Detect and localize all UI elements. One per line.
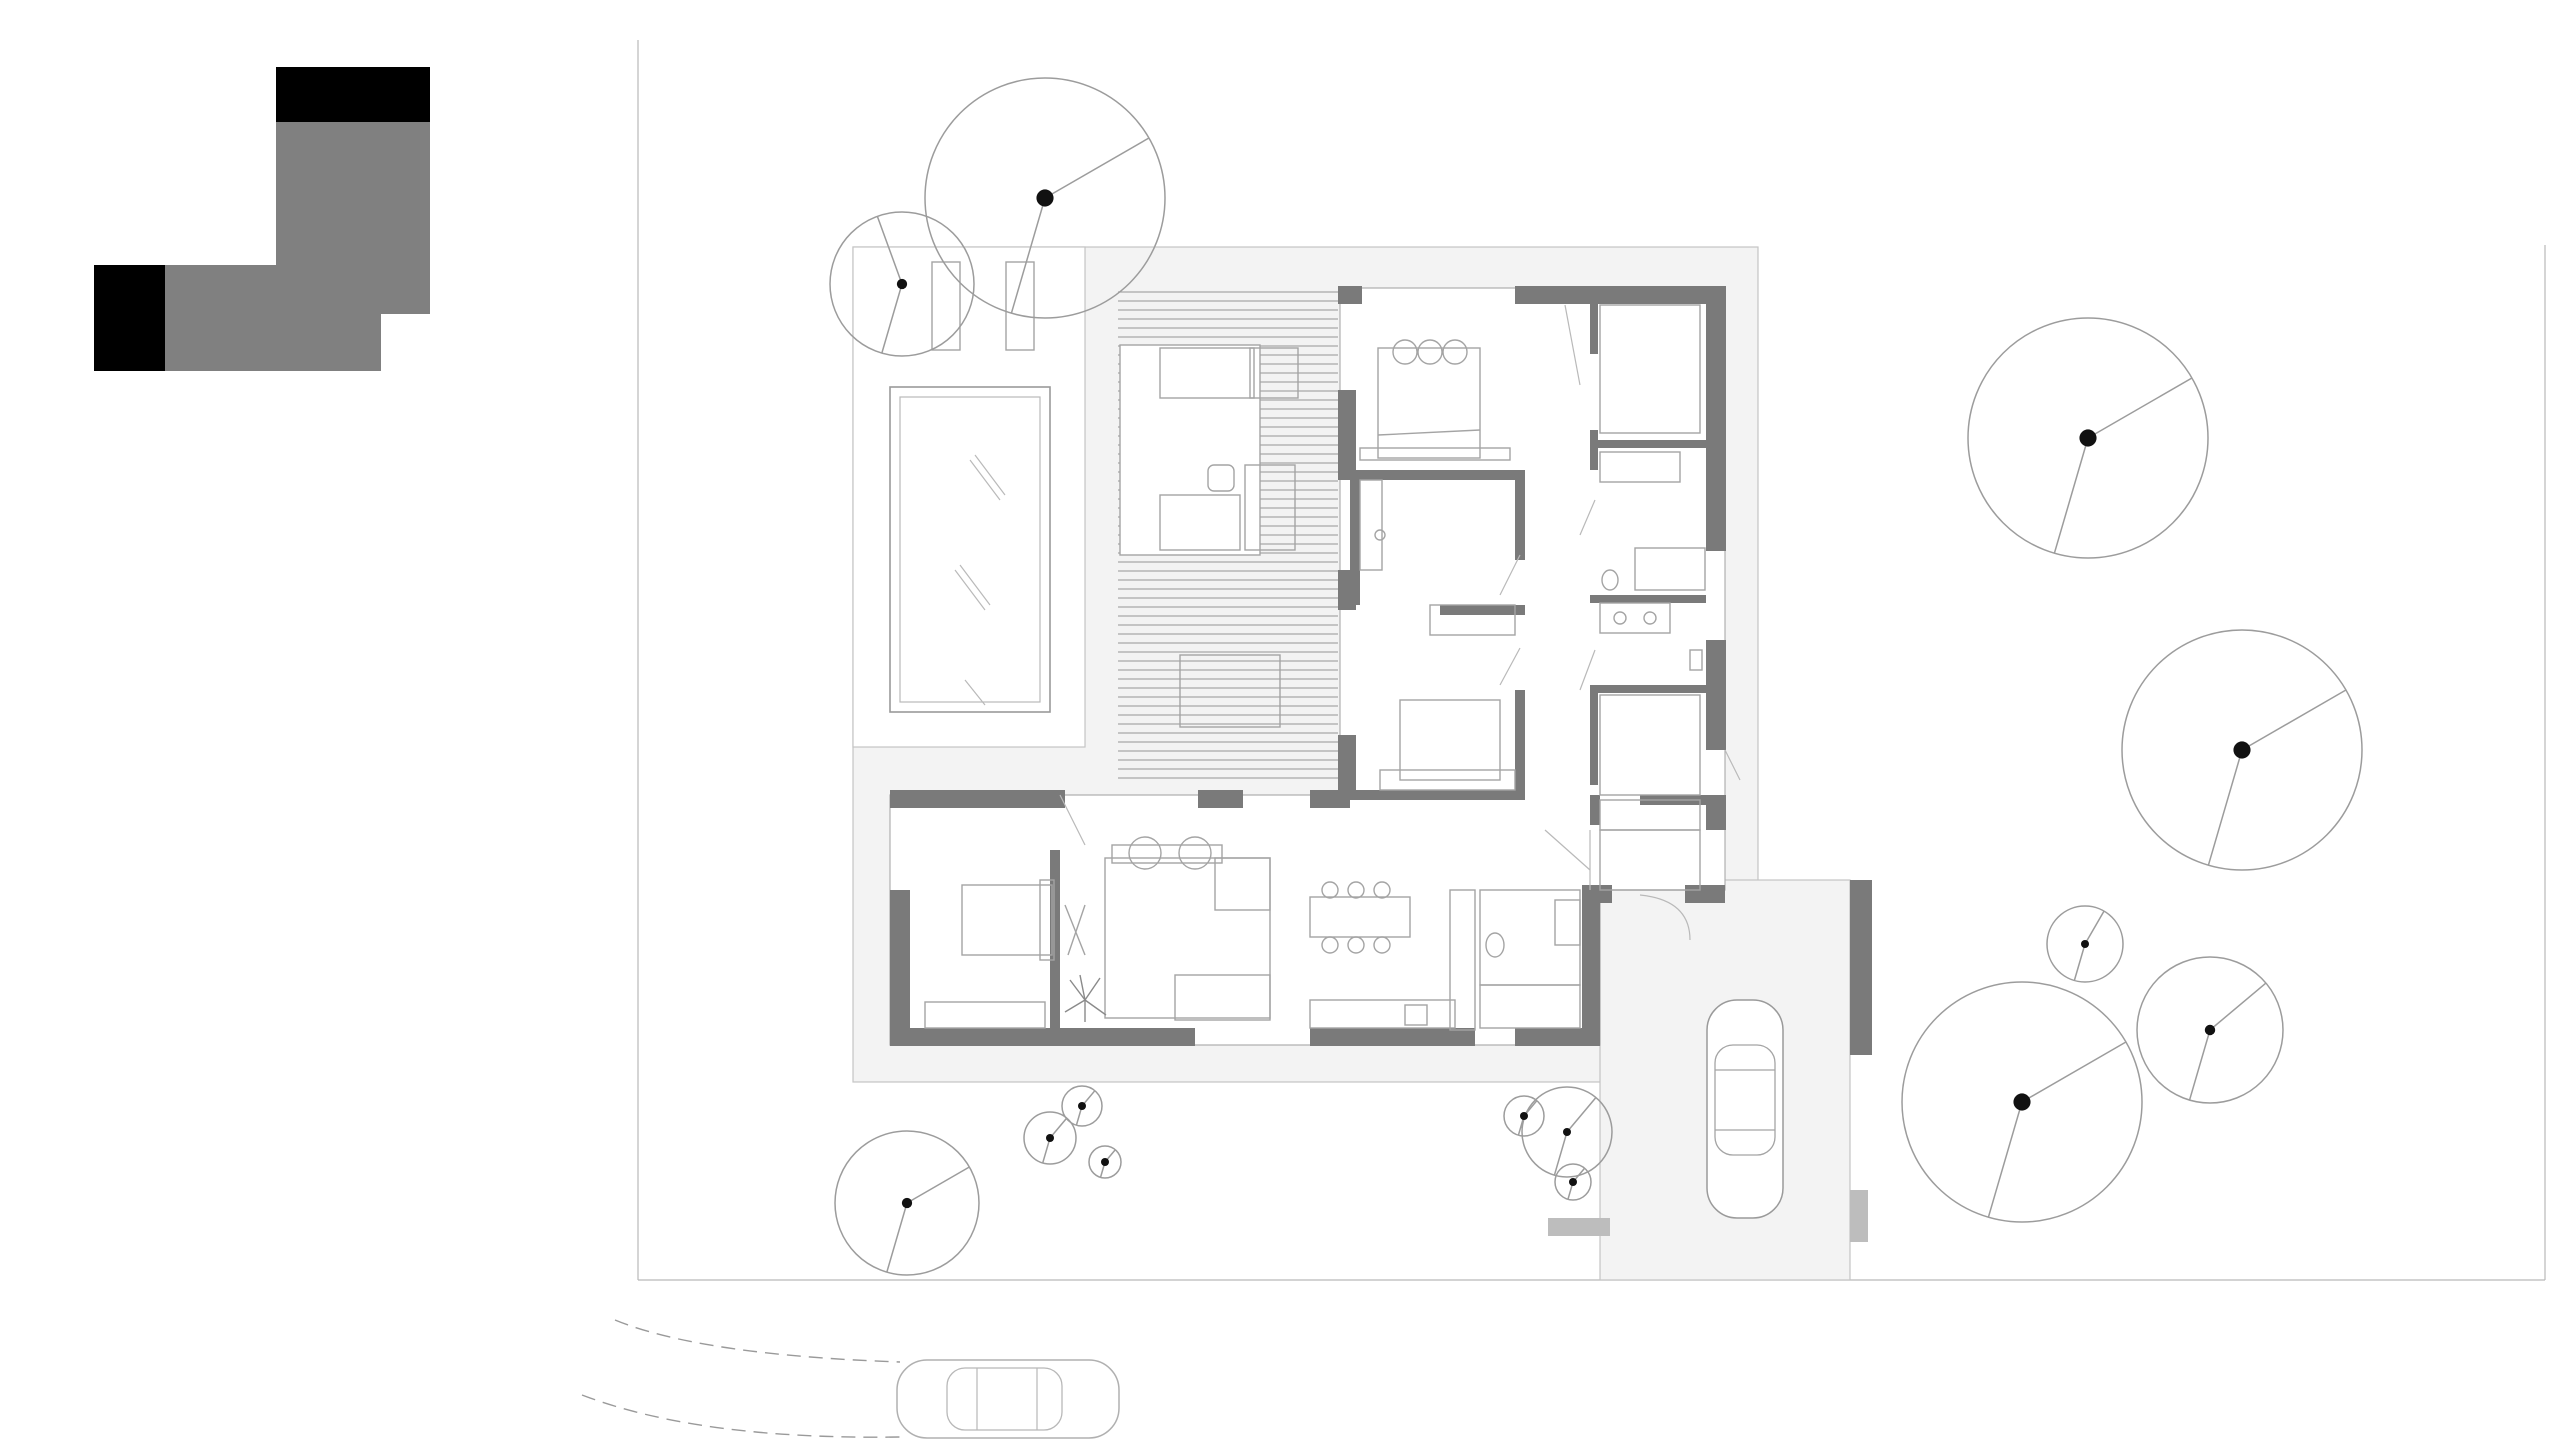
tree bbox=[1901, 981, 2143, 1223]
tree bbox=[924, 77, 1166, 319]
tree bbox=[1521, 1086, 1613, 1178]
living-area bbox=[1104, 836, 1271, 1021]
bathroom-north bbox=[1599, 304, 1706, 671]
tree bbox=[1088, 1145, 1122, 1179]
door-swings bbox=[1059, 304, 1741, 941]
tree bbox=[1967, 317, 2209, 559]
key-plan bbox=[94, 67, 430, 371]
indoor-plant bbox=[1064, 974, 1107, 1022]
house-walls bbox=[890, 286, 1872, 1242]
driveway-curve bbox=[581, 1319, 901, 1438]
site-boundary bbox=[637, 40, 2546, 1281]
tree bbox=[2136, 956, 2284, 1104]
tree bbox=[2046, 905, 2124, 983]
car-street bbox=[896, 1359, 1120, 1439]
tree bbox=[1554, 1163, 1592, 1201]
terrace-furniture bbox=[1119, 344, 1299, 728]
car-carport bbox=[1706, 999, 1784, 1219]
tree bbox=[1503, 1095, 1545, 1137]
wardrobe-room bbox=[1359, 479, 1516, 636]
bedroom-middle bbox=[1379, 699, 1516, 791]
tree bbox=[829, 211, 975, 357]
swimming-pool bbox=[852, 246, 1086, 748]
tree bbox=[1023, 1111, 1077, 1165]
tree bbox=[2121, 629, 2363, 871]
bedroom-south bbox=[924, 879, 1086, 1029]
bedroom-north bbox=[1359, 339, 1511, 461]
bathroom-south bbox=[1479, 889, 1581, 1029]
kitchen-dining bbox=[1309, 881, 1476, 1031]
tree bbox=[834, 1130, 980, 1276]
trees bbox=[829, 77, 2363, 1276]
entrance bbox=[1589, 829, 1701, 891]
tree bbox=[1061, 1085, 1103, 1127]
